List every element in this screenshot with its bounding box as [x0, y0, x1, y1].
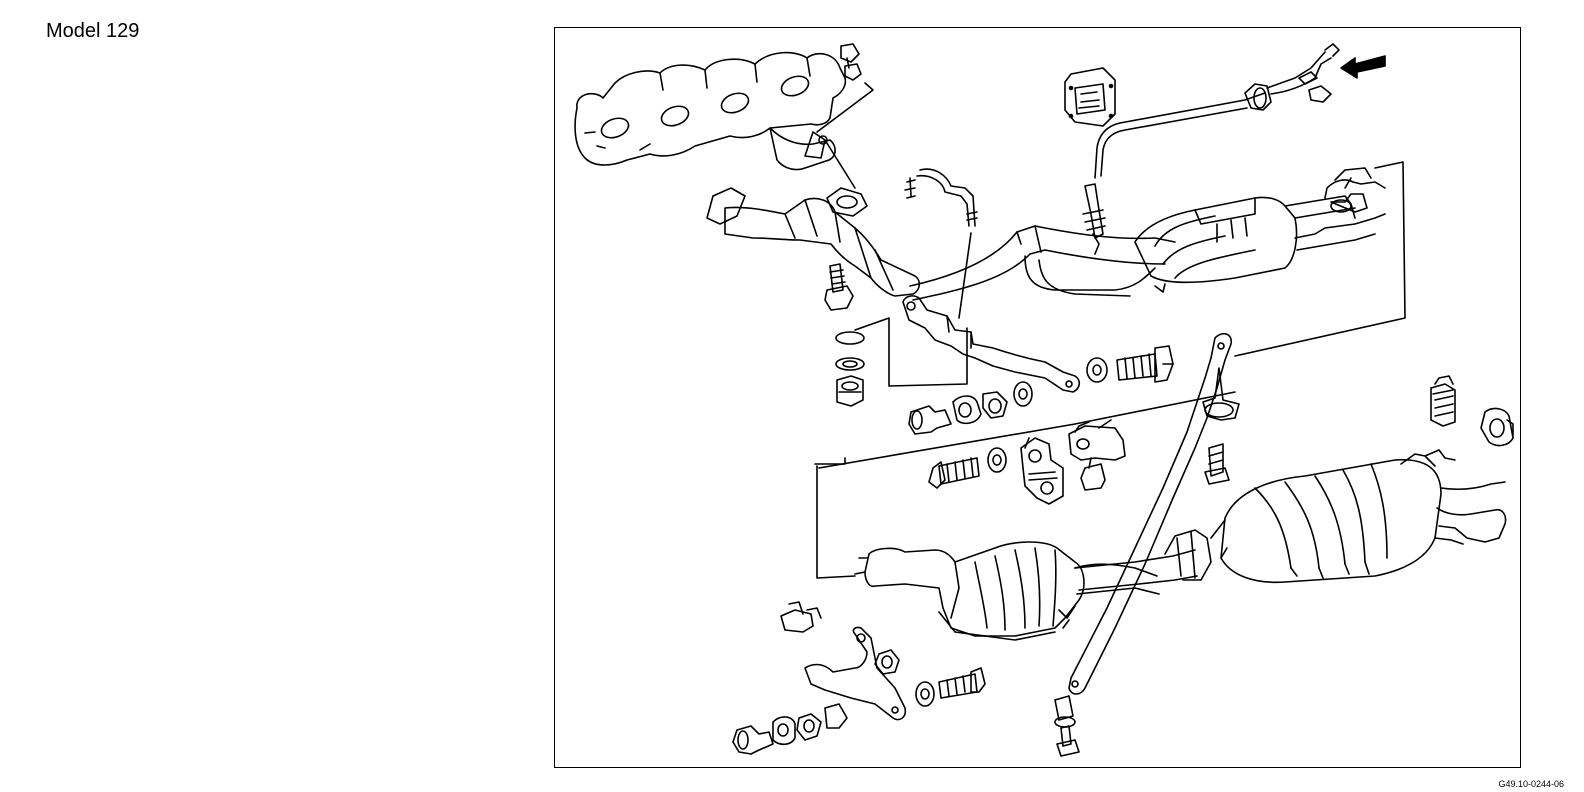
rubber-mount [1020, 437, 1064, 505]
catalytic-converter [1134, 167, 1386, 293]
mount-bracket-line [814, 457, 856, 579]
mount-leader-line [818, 391, 1236, 469]
model-label: Model 129 [46, 20, 140, 42]
catalyst-bracket-line [1234, 161, 1406, 357]
direction-arrow [1340, 55, 1386, 79]
heat-shield-hook [904, 168, 978, 227]
strut-bolt-top [1202, 367, 1240, 485]
rear-rubber-pad [1430, 375, 1456, 427]
downpipe [706, 187, 921, 297]
front-muffler [854, 541, 1160, 641]
bracket-fasteners [908, 381, 1033, 435]
heat-shield-bracket [902, 295, 1081, 393]
flange-washers [835, 331, 865, 407]
manifold-stud-nut [840, 43, 862, 81]
bracket-bolt [1086, 345, 1174, 383]
lower-bracket [780, 601, 907, 721]
mounting-bracket [1068, 419, 1126, 491]
oxygen-sensor [1082, 92, 1266, 255]
washer-bracket-line [854, 317, 968, 387]
exhaust-manifold [574, 51, 847, 171]
front-pipe [909, 225, 1176, 301]
diagram-frame [554, 27, 1521, 768]
rubber-pad [1064, 67, 1116, 127]
downpipe-leader-line [824, 139, 856, 189]
sensor-connector [1244, 43, 1340, 111]
intermediate-pipe [1074, 529, 1212, 591]
rear-muffler [1210, 449, 1507, 584]
manifold-leader-line [816, 82, 874, 133]
lower-fasteners [732, 649, 986, 755]
mount-fasteners [928, 447, 1007, 489]
flange-bolt [824, 263, 854, 311]
hook-leader-line [958, 232, 972, 319]
figure-code: G49.10-0244-06 [1498, 779, 1564, 789]
exhaust-diagram [574, 43, 1514, 757]
rear-mount-bolt [1054, 695, 1080, 757]
rear-clamp [1480, 407, 1514, 447]
support-strut [1068, 332, 1233, 695]
